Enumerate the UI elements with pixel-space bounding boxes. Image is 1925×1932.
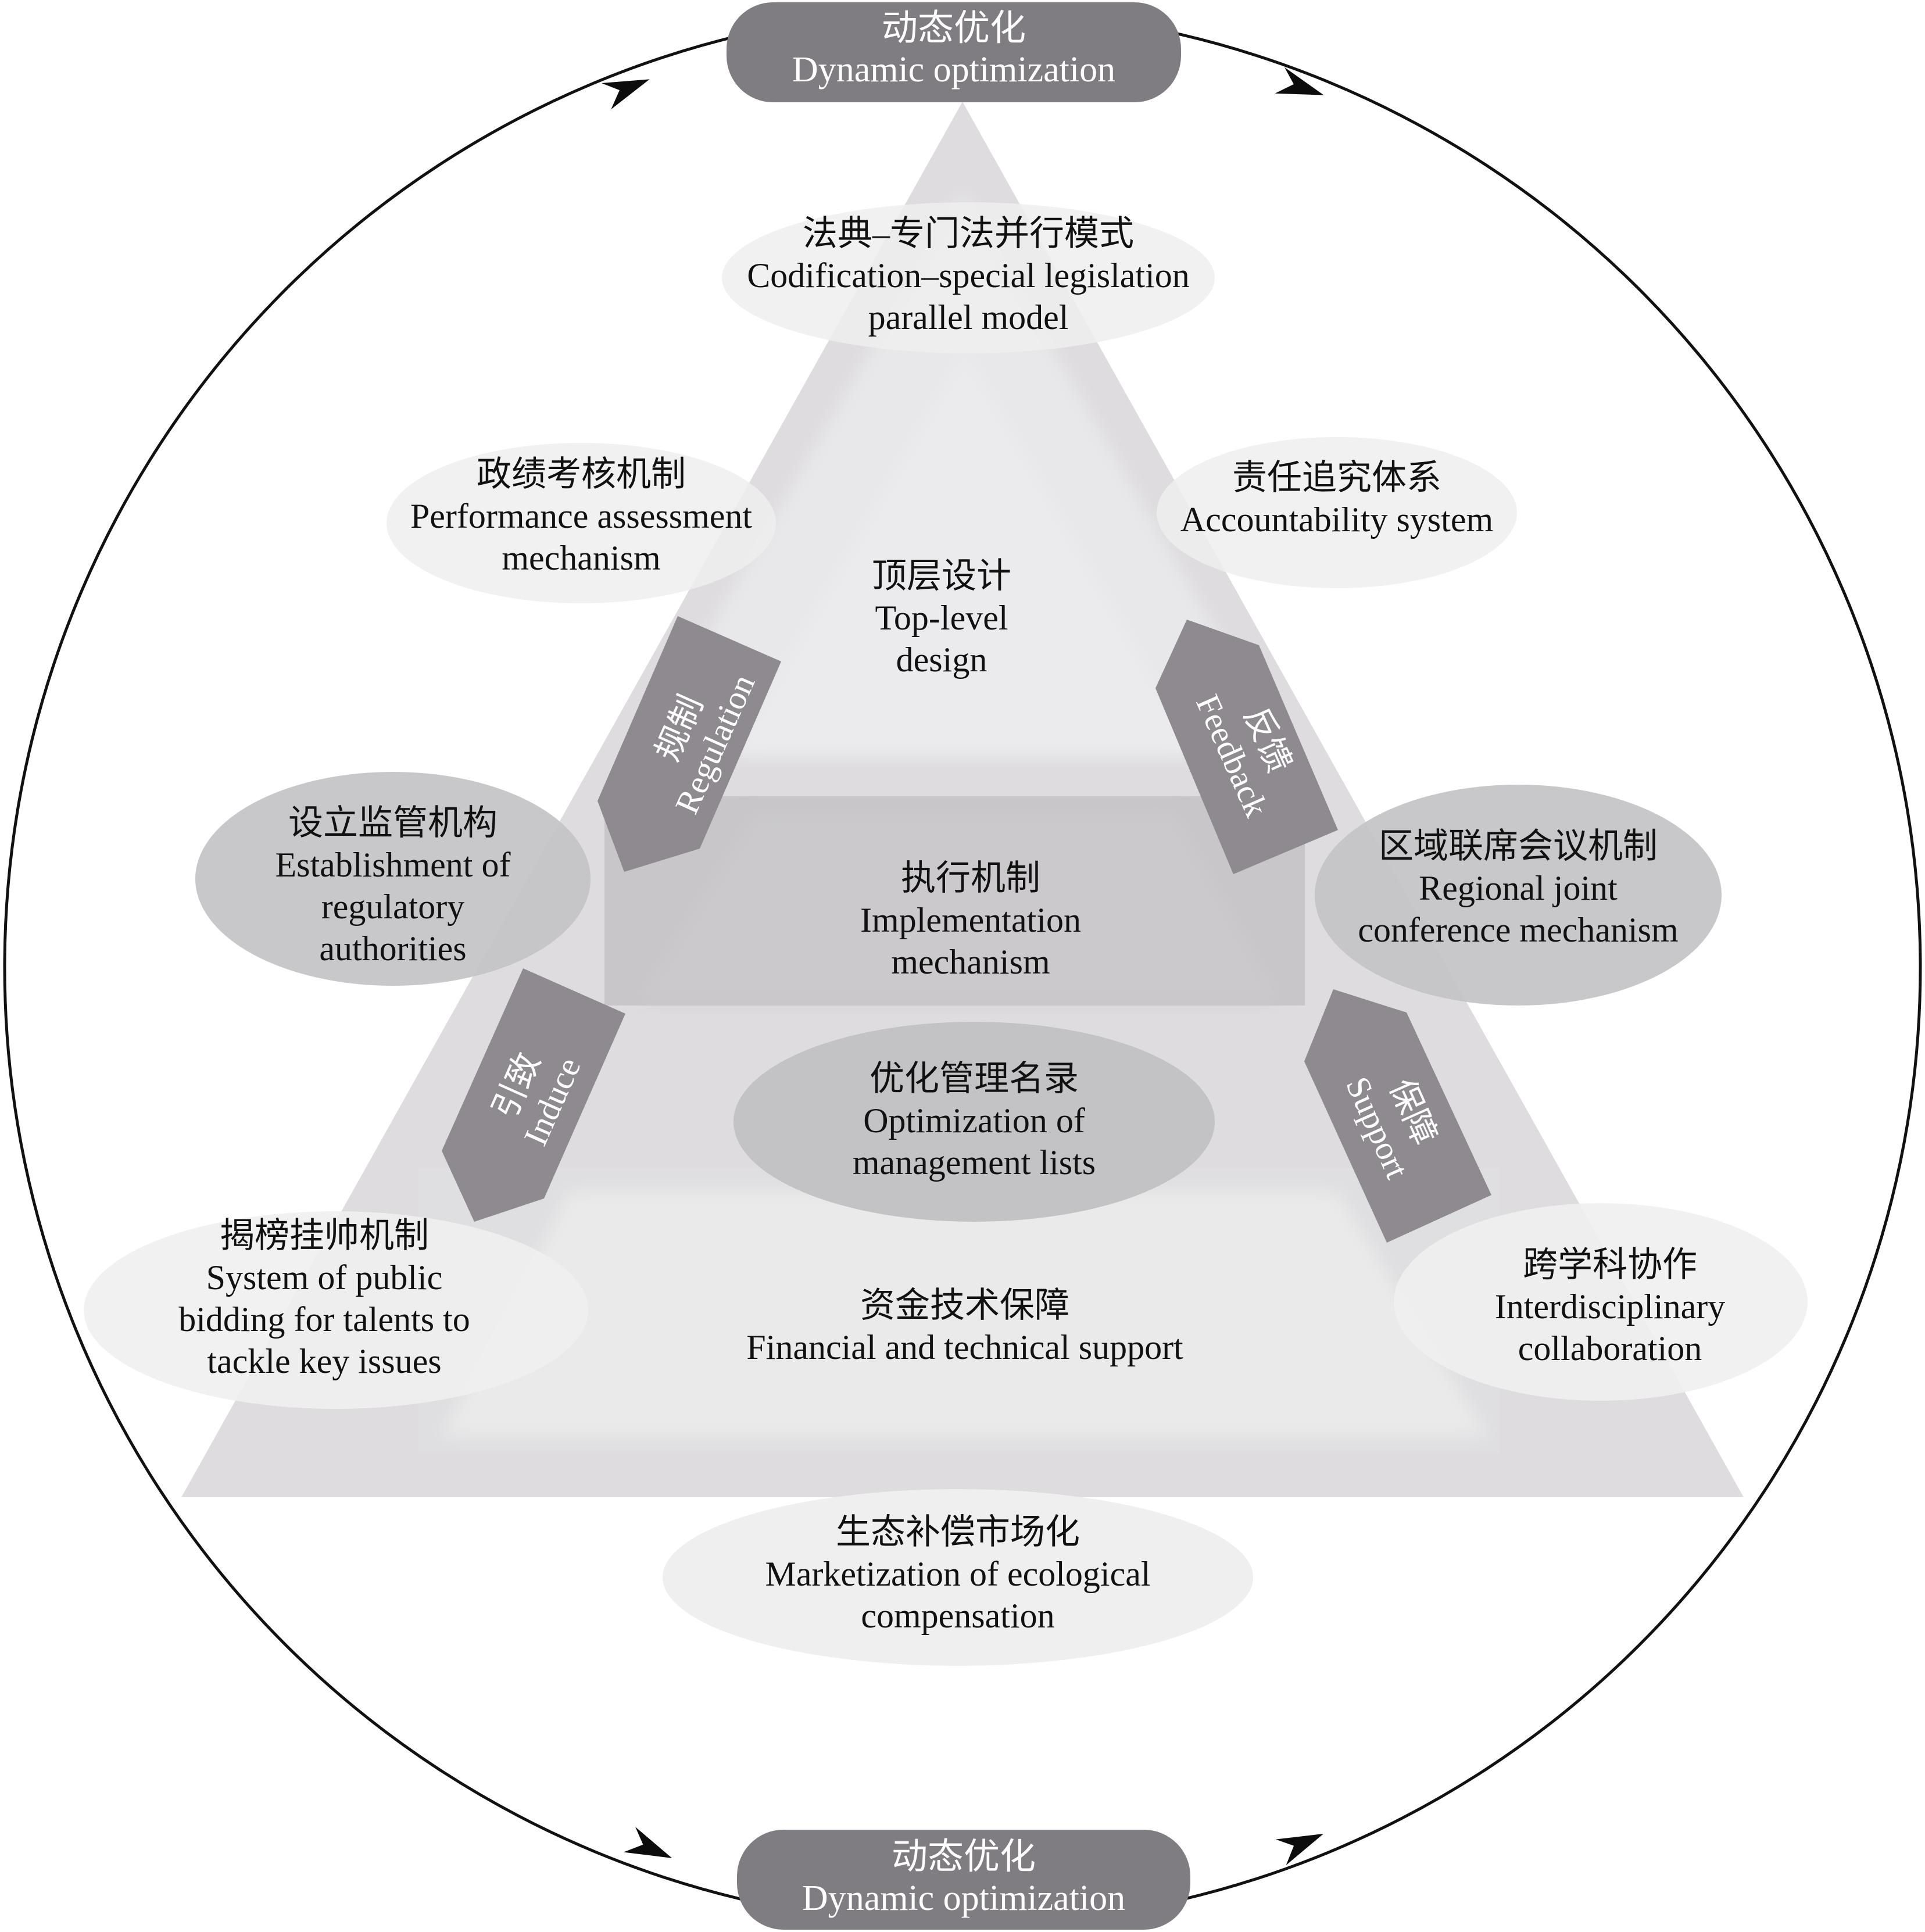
arrowhead-icon [623, 1827, 672, 1858]
ellipse-marketization [663, 1489, 1253, 1666]
accountability-zh: 责任追究体系 [1232, 459, 1441, 497]
ellipse-codification [722, 202, 1215, 353]
regional-en-1: Regional joint [1419, 869, 1618, 907]
bidding-zh: 揭榜挂帅机制 [220, 1217, 429, 1255]
ellipse-bidding-label: 揭榜挂帅机制 System of public bidding for tale… [133, 1215, 516, 1382]
pill-top [727, 2, 1181, 102]
arrow-induce [442, 968, 625, 1222]
regulatory-en-3: authorities [319, 929, 467, 968]
ellipse-accountability [1157, 437, 1517, 588]
management-lists-zh: 优化管理名录 [870, 1060, 1079, 1098]
performance-zh: 政绩考核机制 [477, 455, 686, 493]
ellipse-management-lists [733, 1022, 1215, 1222]
pyramid-top-highlight [732, 349, 1197, 756]
ellipse-performance-label: 政绩考核机制 Performance assessment mechanism [372, 453, 790, 579]
arrow-feedback [1155, 620, 1338, 874]
layer-bottom-zh: 资金技术保障 [860, 1286, 1069, 1325]
bidding-en-2: bidding for talents to [178, 1300, 470, 1339]
layer-top-label: 顶层设计 Top-level design [767, 555, 1116, 681]
accountability-en-1: Accountability system [1180, 500, 1494, 539]
cycle-top-zh: 动态优化 [881, 9, 1026, 48]
management-lists-en-1: Optimization of [863, 1101, 1085, 1140]
interdisciplinary-zh: 跨学科协作 [1523, 1246, 1697, 1284]
codification-zh: 法典–专门法并行模式 [803, 214, 1134, 253]
cycle-bottom-label: 动态优化 Dynamic optimization [737, 1837, 1190, 1920]
pill-bottom [737, 1830, 1190, 1930]
marketization-zh: 生态补偿市场化 [836, 1513, 1080, 1551]
cycle-bottom-en: Dynamic optimization [802, 1879, 1126, 1919]
layer-mid-en-2: mechanism [891, 943, 1050, 981]
marketization-en-2: compensation [861, 1597, 1055, 1635]
arrowhead-icon [1275, 1834, 1324, 1866]
bidding-en-3: tackle key issues [207, 1342, 442, 1380]
layer-mid-zh: 执行机制 [901, 859, 1040, 897]
ellipse-codification-label: 法典–专门法并行模式 Codification–special legislat… [707, 213, 1230, 338]
pyramid-layer-bottom [442, 1192, 1488, 1436]
ellipse-regional [1315, 785, 1722, 1006]
cycle-top-label: 动态优化 Dynamic optimization [727, 8, 1181, 91]
ellipse-accountability-label: 责任追究体系 Accountability system [1157, 457, 1517, 541]
cycle-top-en: Dynamic optimization [792, 50, 1116, 90]
codification-en-1: Codification–special legislation [747, 256, 1190, 295]
layer-bottom-label: 资金技术保障 Financial and technical support [674, 1285, 1255, 1368]
regulatory-en-1: Establishment of [275, 846, 511, 884]
layer-top-zh: 顶层设计 [872, 557, 1011, 595]
layer-mid-label: 执行机制 Implementation mechanism [796, 857, 1145, 983]
pyramid-layer-mid [639, 814, 1279, 1000]
arrow-support [1304, 989, 1491, 1243]
ellipse-management-lists-label: 优化管理名录 Optimization of management lists [800, 1058, 1148, 1183]
regional-en-2: conference mechanism [1358, 911, 1679, 949]
marketization-en-1: Marketization of ecological [765, 1555, 1151, 1593]
layer-top-en-2: design [896, 641, 987, 679]
ellipse-interdisciplinary [1394, 1203, 1808, 1401]
arrowhead-icon [1275, 67, 1324, 95]
interdisciplinary-en-1: Interdisciplinary [1494, 1287, 1726, 1326]
ellipse-regional-label: 区域联席会议机制 Regional joint conference mecha… [1321, 825, 1716, 951]
ellipse-performance [387, 443, 776, 603]
cycle-bottom-zh: 动态优化 [891, 1837, 1036, 1877]
ellipse-interdisciplinary-label: 跨学科协作 Interdisciplinary collaboration [1436, 1244, 1784, 1369]
ellipse-marketization-label: 生态补偿市场化 Marketization of ecological comp… [696, 1511, 1219, 1637]
layer-top-en-1: Top-level [875, 599, 1008, 637]
ellipse-regulatory-label: 设立监管机构 Establishment of regulatory autho… [219, 802, 567, 969]
arrow-regulation [597, 616, 781, 872]
regulatory-en-2: regulatory [321, 888, 465, 926]
layer-mid-en-1: Implementation [860, 901, 1081, 939]
bidding-en-1: System of public [206, 1258, 443, 1297]
ellipse-regulatory [195, 772, 591, 986]
performance-en-1: Performance assessment [410, 497, 753, 535]
layer-bottom-en-1: Financial and technical support [746, 1328, 1183, 1366]
ellipse-bidding [84, 1211, 588, 1409]
arrowhead-icon [601, 79, 650, 110]
management-lists-en-2: management lists [852, 1143, 1096, 1182]
performance-en-2: mechanism [502, 539, 661, 577]
regulatory-zh: 设立监管机构 [288, 804, 498, 842]
interdisciplinary-en-2: collaboration [1518, 1329, 1702, 1368]
regional-zh: 区域联席会议机制 [1379, 827, 1658, 865]
codification-en-2: parallel model [868, 298, 1069, 337]
